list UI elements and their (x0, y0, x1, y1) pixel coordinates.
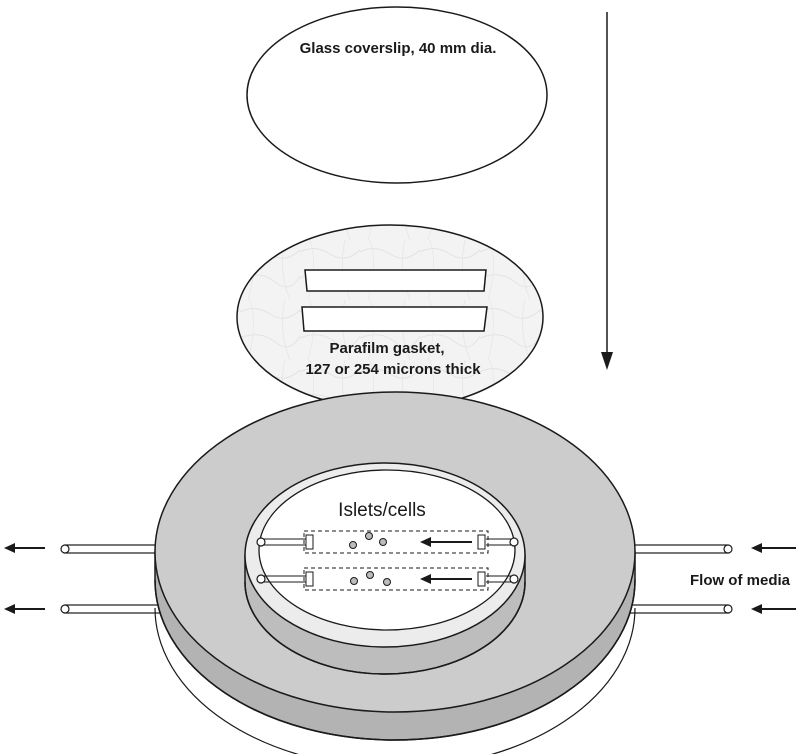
left-arrow-icon (4, 543, 45, 553)
left-arrow-icon (420, 537, 472, 547)
left-arrow-icon (751, 543, 796, 553)
gasket-channel-cutout-upper (304, 269, 487, 292)
flow-channel-upper (256, 530, 519, 554)
gasket-label-line1: Parafilm gasket, (329, 340, 444, 357)
down-arrow-icon (601, 12, 613, 370)
glass-coverslip (246, 6, 548, 184)
flow-label: Flow of media (690, 572, 791, 589)
coverslip-label: Glass coverslip, 40 mm dia. (300, 40, 497, 57)
islet (350, 577, 358, 585)
islet (366, 571, 374, 579)
islet (379, 538, 387, 546)
islet (365, 532, 373, 540)
islets-label: Islets/cells (338, 500, 426, 521)
inner-well (258, 469, 516, 631)
tubing-right-upper (629, 544, 733, 554)
left-arrow-icon (751, 604, 796, 614)
tubing-left-lower (60, 604, 166, 614)
chamber-insert (244, 462, 526, 675)
gasket-channel-cutout-lower (301, 306, 488, 332)
islet (383, 578, 391, 586)
gasket-label-line2: 127 or 254 microns thick (305, 361, 481, 378)
left-arrow-icon (420, 574, 472, 584)
tubing-left-upper (60, 544, 166, 554)
left-arrow-icon (4, 604, 45, 614)
flow-channel-lower (256, 567, 519, 591)
islet (349, 541, 357, 549)
tubing-right-lower (629, 604, 733, 614)
